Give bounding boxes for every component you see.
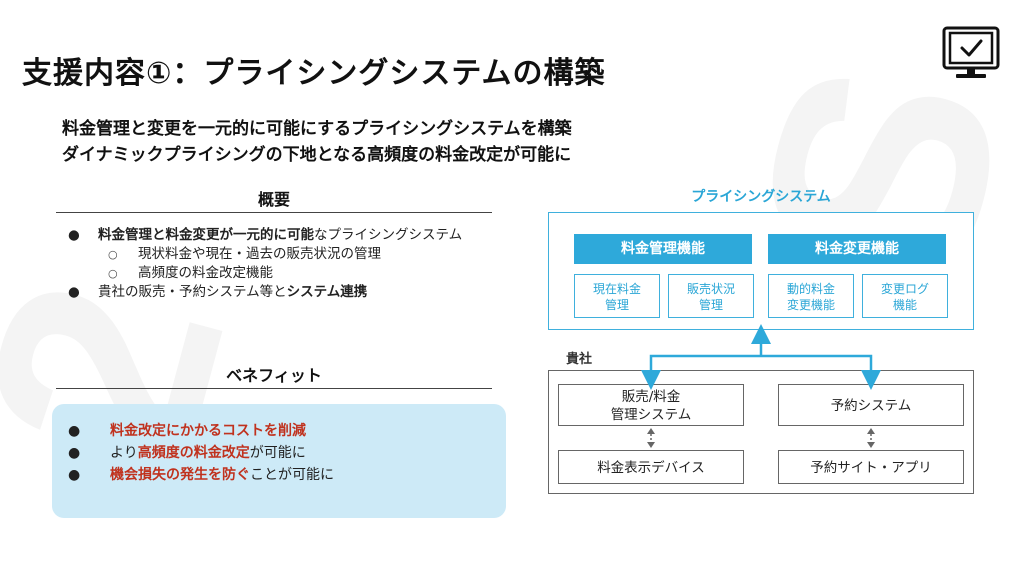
sales-price-management-system: 販売/料金 管理システム bbox=[558, 384, 744, 426]
mini-box-current-price-line1: 現在料金 bbox=[592, 282, 641, 296]
function-price-change: 料金変更機能 bbox=[768, 234, 946, 264]
benefit-panel bbox=[52, 404, 506, 518]
overview-subitem-1-text: 現状料金や現在・過去の販売状況の管理 bbox=[138, 246, 381, 262]
system-label: プライシングシステム bbox=[691, 189, 831, 205]
benefit-item-1-highlight: 料金改定にかかるコストを削減 bbox=[110, 423, 306, 439]
overview-item-1-bold: 料金管理と料金変更が一元的に可能 bbox=[98, 227, 314, 243]
mini-box-dynamic-price-line2: 変更機能 bbox=[786, 298, 835, 312]
lead-line-1: 料金管理と変更を一元的に可能にするプライシングシステムを構築 bbox=[62, 119, 572, 139]
slide-title: 支援内容①：プライシングシステムの構築 bbox=[22, 56, 606, 91]
benefit-divider bbox=[56, 388, 492, 389]
bullet-icon: ● bbox=[68, 227, 80, 243]
overview-subitem-2: ○ 高頻度の料金改定機能 bbox=[68, 264, 498, 283]
mini-box-change-log-line1: 変更ログ bbox=[880, 282, 929, 296]
overview-item-2: ● 貴社の販売・予約システム等とシステム連携 bbox=[68, 283, 498, 302]
benefit-list: ● 料金改定にかかるコストを削減 ● より高頻度の料金改定が可能に ● 機会損失… bbox=[68, 420, 334, 486]
benefit-item-2-pre: より bbox=[110, 445, 138, 461]
mini-box-dynamic-price-line1: 動的料金 bbox=[786, 282, 835, 296]
mini-box-change-log-line2: 機能 bbox=[892, 298, 917, 312]
integration-arrow bbox=[641, 324, 881, 390]
overview-item-1-rest: なプライシングシステム bbox=[314, 227, 463, 243]
reservation-system: 予約システム bbox=[778, 384, 964, 426]
benefit-item-2: ● より高頻度の料金改定が可能に bbox=[68, 442, 334, 464]
benefit-item-2-highlight: 高頻度の料金改定 bbox=[137, 445, 250, 461]
pricing-system-box bbox=[548, 212, 974, 330]
bullet-icon: ● bbox=[68, 445, 81, 461]
benefit-item-1: ● 料金改定にかかるコストを削減 bbox=[68, 420, 334, 442]
overview-subitem-2-text: 高頻度の料金改定機能 bbox=[138, 265, 273, 281]
benefit-item-2-post: が可能に bbox=[249, 445, 306, 461]
sub-bullet-icon: ○ bbox=[108, 267, 118, 280]
benefit-item-3-post: ことが可能に bbox=[250, 467, 334, 483]
lead-text: 料金管理と変更を一元的に可能にするプライシングシステムを構築 ダイナミックプライ… bbox=[62, 116, 572, 168]
sub-bullet-icon: ○ bbox=[108, 248, 118, 261]
sales-price-system-line1: 販売/料金 bbox=[621, 389, 681, 405]
overview-list: ● 料金管理と料金変更が一元的に可能なプライシングシステム ○ 現状料金や現在・… bbox=[68, 226, 498, 302]
mini-box-dynamic-price: 動的料金 変更機能 bbox=[768, 274, 854, 318]
sales-price-system-line2: 管理システム bbox=[610, 407, 692, 423]
mini-box-sales-status-line2: 管理 bbox=[698, 298, 723, 312]
benefit-item-3-highlight: 機会損失の発生を防ぐ bbox=[110, 467, 250, 483]
monitor-check-icon bbox=[940, 22, 1002, 84]
reservation-site-app: 予約サイト・アプリ bbox=[778, 450, 964, 484]
lead-line-2: ダイナミックプライシングの下地となる高頻度の料金改定が可能に bbox=[62, 145, 572, 165]
benefit-heading: ベネフィット bbox=[226, 366, 322, 385]
overview-divider bbox=[56, 212, 492, 213]
mini-box-current-price: 現在料金 管理 bbox=[574, 274, 660, 318]
overview-item-2-bold: システム連携 bbox=[286, 284, 368, 300]
bullet-icon: ● bbox=[68, 467, 81, 483]
reservation-site-link-arrow bbox=[867, 428, 875, 448]
bullet-icon: ● bbox=[68, 284, 80, 300]
company-label: 貴社 bbox=[566, 352, 593, 367]
bullet-icon: ● bbox=[68, 423, 81, 439]
benefit-item-3: ● 機会損失の発生を防ぐことが可能に bbox=[68, 464, 334, 486]
overview-heading: 概要 bbox=[257, 190, 290, 209]
sales-device-link-arrow bbox=[647, 428, 655, 448]
mini-box-sales-status-line1: 販売状況 bbox=[686, 282, 735, 296]
mini-box-change-log: 変更ログ 機能 bbox=[862, 274, 948, 318]
overview-item-2-text: 貴社の販売・予約システム等と bbox=[98, 284, 287, 300]
mini-box-current-price-line2: 管理 bbox=[604, 298, 629, 312]
price-display-device: 料金表示デバイス bbox=[558, 450, 744, 484]
mini-box-sales-status: 販売状況 管理 bbox=[668, 274, 754, 318]
overview-subitem-1: ○ 現状料金や現在・過去の販売状況の管理 bbox=[68, 245, 498, 264]
overview-item-1: ● 料金管理と料金変更が一元的に可能なプライシングシステム bbox=[68, 226, 498, 245]
function-price-management: 料金管理機能 bbox=[574, 234, 752, 264]
